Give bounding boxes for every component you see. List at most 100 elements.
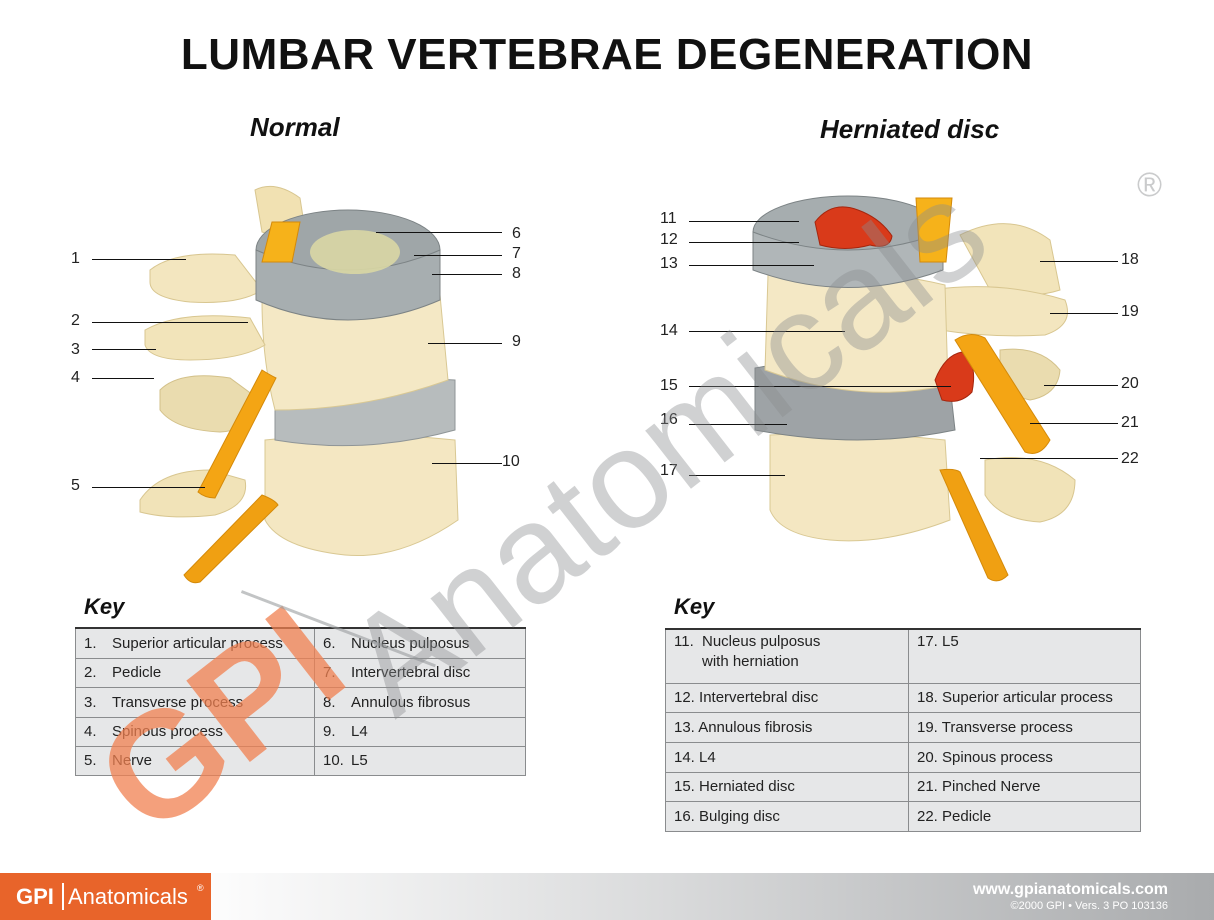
callout-10: 10 (502, 453, 520, 470)
herniated-key-heading: Key (674, 594, 715, 619)
normal-subtitle: Normal (250, 112, 340, 142)
callout-3: 3 (71, 341, 80, 358)
leader-line-19 (1050, 313, 1118, 314)
key-term: Spinous process (112, 723, 223, 740)
leader-line-22 (980, 458, 1118, 459)
leader-line-3 (92, 349, 156, 350)
key-number: 7. (323, 664, 336, 681)
key-cell: 15. Herniated disc (665, 771, 909, 802)
key-cell: 1.Superior articular process (75, 627, 315, 659)
leader-line-14 (689, 331, 845, 332)
callout-8: 8 (512, 265, 521, 282)
key-cell: 20. Spinous process (908, 741, 1141, 773)
footer-url[interactable]: www.gpianatomicals.com (972, 881, 1168, 898)
leader-line-6 (376, 232, 502, 233)
callout-13: 13 (660, 255, 678, 272)
callout-1: 1 (71, 250, 80, 267)
key-cell: 3. Transverse process (75, 686, 315, 718)
table-row: 2.Pedicle 7.Intervertebral disc (75, 657, 526, 688)
callout-17: 17 (660, 462, 678, 479)
key-term: Transverse process (941, 718, 1073, 736)
leader-line-4 (92, 378, 154, 379)
key-number: 19. (917, 718, 938, 736)
leader-line-15 (689, 386, 951, 387)
key-cell: 21. Pinched Nerve (908, 771, 1141, 802)
leader-line-5 (92, 487, 205, 488)
key-number: 12. (674, 689, 695, 706)
key-cell: 9.L4 (314, 716, 526, 747)
key-cell: 12. Intervertebral disc (665, 682, 909, 713)
leader-line-7 (414, 255, 502, 256)
key-cell: 8.Annulous fibrosus (314, 686, 526, 718)
key-number: 16. (674, 807, 695, 825)
callout-6: 6 (512, 225, 521, 242)
callout-7: 7 (512, 245, 521, 262)
leader-line-11 (689, 221, 799, 222)
key-number: 14. (674, 748, 695, 766)
key-cell: 10.L5 (314, 745, 526, 776)
table-row: 14. L4 20. Spinous process (665, 741, 1141, 773)
leader-line-18 (1040, 261, 1118, 262)
callout-14: 14 (660, 322, 678, 339)
callout-21: 21 (1121, 414, 1139, 431)
key-cell: 14. L4 (665, 741, 909, 773)
leader-line-20 (1044, 385, 1118, 386)
leader-line-2 (92, 322, 248, 323)
leader-line-9 (428, 343, 502, 344)
callout-5: 5 (71, 477, 80, 494)
key-number: 13. (674, 718, 695, 736)
key-term: Transverse process (112, 693, 244, 711)
key-number: 21. (917, 778, 938, 795)
key-term: Pedicle (112, 664, 162, 681)
callout-22: 22 (1121, 450, 1139, 467)
key-number: 15. (674, 778, 695, 795)
key-term: Intervertebral disc (351, 664, 471, 681)
footer-logo: GPI Anatomicals ® (0, 873, 211, 920)
callout-2: 2 (71, 312, 80, 329)
key-number: 22. (917, 807, 938, 825)
leader-line-1 (92, 259, 186, 260)
key-term: Pinched Nerve (942, 778, 1041, 795)
key-cell: 13. Annulous fibrosis (665, 711, 909, 743)
callout-16: 16 (660, 411, 678, 428)
key-term: L5 (351, 752, 368, 769)
table-row: 4.Spinous process 9.L4 (75, 716, 526, 747)
key-number: 11. (674, 633, 694, 650)
callout-19: 19 (1121, 303, 1139, 320)
key-cell: 17. L5 (908, 628, 1141, 684)
key-cell: 19. Transverse process (908, 711, 1141, 743)
key-term: Pedicle (942, 807, 992, 825)
key-cell: 22. Pedicle (908, 800, 1141, 832)
key-number: 3. (84, 693, 97, 711)
footer-logo-divider (62, 883, 64, 910)
callout-15: 15 (660, 377, 678, 394)
leader-line-12 (689, 242, 799, 243)
key-term: Spinous process (942, 748, 1053, 766)
footer-brand: GPI (16, 884, 54, 909)
key-number: 6. (323, 634, 336, 652)
key-number: 9. (323, 723, 336, 740)
callout-9: 9 (512, 333, 521, 350)
key-term: L4 (699, 748, 716, 766)
leader-line-13 (689, 265, 814, 266)
key-term: Nucleus pulposus (351, 634, 470, 652)
key-number: 5. (84, 752, 97, 769)
key-number: 1. (84, 634, 97, 652)
leader-line-21 (1030, 423, 1118, 424)
key-term: Nucleus pulposus (702, 633, 821, 650)
table-row: 16. Bulging disc 22. Pedicle (665, 800, 1141, 832)
key-cell: 4.Spinous process (75, 716, 315, 747)
table-row: 1.Superior articular process 6. Nucleus p… (75, 627, 526, 659)
herniated-vertebrae-model (752, 195, 1076, 582)
leader-line-10 (432, 463, 502, 464)
key-term: Intervertebral disc (699, 689, 819, 706)
footer: GPI Anatomicals ® www.gpianatomicals.com… (0, 873, 1214, 920)
table-row: 3. Transverse process 8.Annulous fibrosus (75, 686, 526, 718)
callout-18: 18 (1121, 251, 1139, 268)
callout-11: 11 (660, 210, 677, 227)
key-number: 20. (917, 748, 938, 766)
